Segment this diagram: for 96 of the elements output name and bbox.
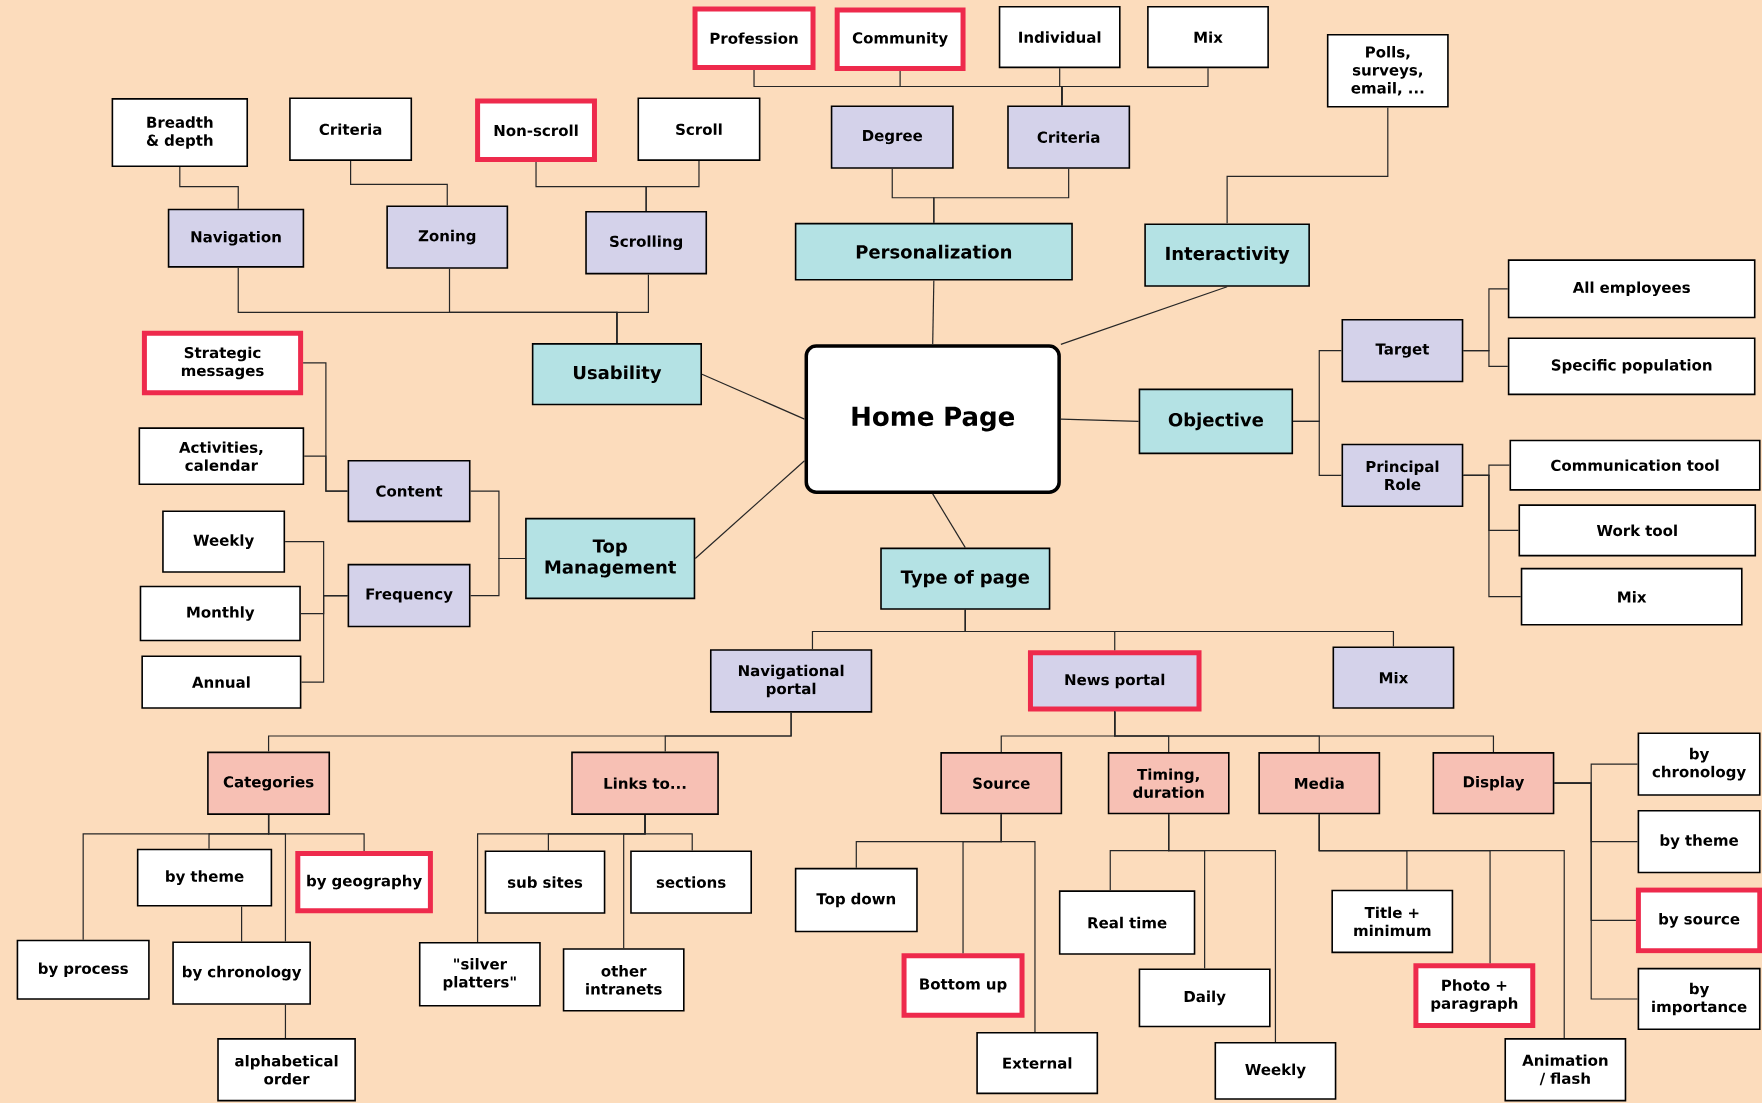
topic-box: Animation / flash	[1504, 1038, 1627, 1102]
topic-box: Links to...	[571, 751, 719, 815]
category-box: Top Management	[525, 517, 696, 600]
central-box: Home Page	[804, 344, 1061, 494]
connector-line	[300, 594, 349, 683]
connector-line	[1060, 418, 1140, 422]
topic-box: Polls, surveys, email, ...	[1326, 34, 1449, 108]
topic-box: Activities, calendar	[138, 427, 305, 486]
connector-line	[616, 273, 649, 344]
topic-box: Navigation	[167, 208, 305, 268]
connector-line	[1061, 67, 1209, 106]
topic-box: Strategic messages	[141, 330, 304, 396]
connector-line	[1168, 813, 1277, 1043]
connector-line	[350, 160, 448, 206]
connector-line	[1000, 813, 1036, 1033]
topic-box: Community	[834, 7, 966, 72]
connector-line	[284, 1004, 287, 1039]
topic-box: Display	[1432, 752, 1555, 815]
topic-box: Navigational portal	[709, 649, 873, 713]
topic-box: Frequency	[347, 563, 471, 628]
topic-box: Annual	[141, 655, 302, 709]
connector-line	[645, 160, 700, 212]
connector-line	[664, 712, 792, 753]
connector-line	[1226, 106, 1389, 224]
topic-box: Breadth & depth	[111, 98, 249, 168]
topic-box: All employees	[1507, 259, 1756, 319]
topic-box: Photo + paragraph	[1413, 963, 1536, 1028]
topic-box: by theme	[1637, 809, 1761, 874]
topic-box: Mix	[1520, 567, 1743, 626]
topic-box: Mix	[1332, 646, 1455, 709]
topic-box: Profession	[692, 6, 816, 70]
connector-line	[179, 166, 239, 210]
connector-line	[644, 814, 693, 851]
topic-box: Top down	[794, 867, 918, 933]
connector-line	[469, 557, 526, 597]
topic-box: Non-scroll	[475, 98, 597, 163]
topic-box: sub sites	[484, 850, 606, 914]
category-box: Personalization	[794, 222, 1073, 281]
topic-box: Weekly	[162, 510, 286, 573]
topic-box: Real time	[1058, 890, 1196, 955]
topic-box: Work tool	[1518, 504, 1757, 557]
topic-box: Principal Role	[1341, 443, 1464, 508]
connector-line	[1462, 474, 1522, 598]
topic-box: News portal	[1027, 650, 1202, 712]
topic-box: other intranets	[562, 948, 685, 1012]
topic-box: Source	[940, 752, 1063, 815]
connector-line	[701, 373, 806, 420]
connector-line	[1462, 350, 1509, 367]
connector-line	[1553, 782, 1639, 1000]
connector-line	[964, 609, 1395, 648]
category-box: Usability	[531, 343, 702, 406]
topic-box: Individual	[998, 5, 1121, 69]
topic-box: Content	[347, 459, 471, 523]
topic-box: Mix	[1147, 5, 1269, 69]
connector-line	[1318, 813, 1565, 1039]
connector-line	[241, 905, 243, 943]
topic-box: Target	[1341, 318, 1464, 383]
topic-box: Specific population	[1507, 337, 1756, 396]
topic-box: Zoning	[386, 205, 509, 269]
topic-box: alphabetical order	[217, 1038, 356, 1102]
topic-box: Timing, duration	[1107, 752, 1230, 815]
connector-line	[694, 460, 806, 560]
topic-box: by chronology	[172, 941, 311, 1005]
topic-box: by geography	[295, 850, 433, 914]
topic-box: by process	[16, 939, 150, 1000]
topic-box: Bottom up	[901, 953, 1025, 1018]
connector-line	[267, 814, 365, 852]
topic-box: by importance	[1637, 967, 1761, 1031]
topic-box: Degree	[830, 105, 954, 169]
connector-line	[1292, 420, 1343, 476]
topic-box: by source	[1635, 887, 1762, 954]
topic-box: Criteria	[1007, 105, 1131, 169]
connector-line	[1060, 286, 1228, 345]
topic-box: Title + minimum	[1331, 889, 1454, 954]
topic-box: Communication tool	[1509, 439, 1761, 491]
category-box: Interactivity	[1144, 223, 1310, 287]
topic-box: Criteria	[289, 97, 413, 161]
topic-box: External	[976, 1031, 1099, 1095]
category-box: Objective	[1138, 388, 1294, 455]
topic-box: Weekly	[1214, 1042, 1337, 1100]
topic-box: Daily	[1138, 968, 1271, 1028]
topic-box: Categories	[207, 751, 331, 815]
topic-box: Monthly	[139, 585, 301, 642]
topic-box: "silver platters"	[418, 942, 541, 1007]
topic-box: Scroll	[637, 97, 761, 161]
connector-line	[933, 168, 1070, 224]
topic-box: Media	[1258, 752, 1381, 815]
connector-line	[932, 280, 935, 345]
topic-box: by theme	[136, 848, 273, 907]
connector-line	[932, 493, 966, 549]
category-box: Type of page	[880, 547, 1051, 610]
connector-line	[1114, 710, 1495, 753]
connector-line	[303, 455, 349, 492]
topic-box: sections	[630, 850, 752, 914]
topic-box: by chronology	[1637, 732, 1761, 796]
topic-box: Scrolling	[585, 211, 708, 275]
